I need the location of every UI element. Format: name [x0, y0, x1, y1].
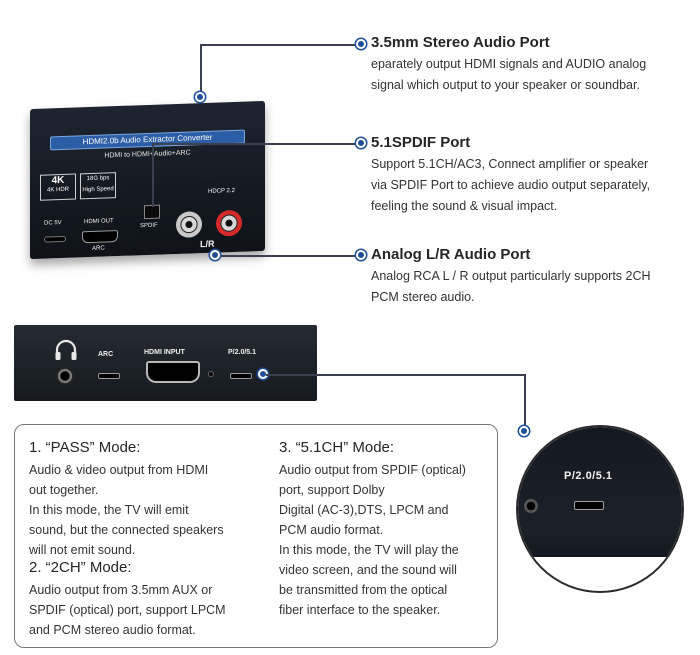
rca-left-port	[176, 211, 202, 239]
switch-zoom-view: P/2.0/5.1	[516, 425, 684, 593]
mode-line: video screen, and the sound will	[279, 563, 457, 577]
callout-line: Support 5.1CH/AC3, Connect amplifier or …	[371, 157, 649, 171]
led-indicator	[208, 371, 214, 377]
mode-line: SPDIF (optical) port, support LPCM	[29, 603, 226, 617]
mode-line: Audio & video output from HDMI	[29, 463, 209, 477]
mode-line: Digital (AC-3),DTS, LPCM and	[279, 503, 449, 517]
callout-line-horizontal-1	[200, 44, 362, 46]
callout-title: Analog L/R Audio Port	[371, 246, 531, 263]
mode-line: Audio output from SPDIF (optical)	[279, 463, 466, 477]
mode-line: Audio output from 3.5mm AUX or	[29, 583, 213, 597]
extractor-rear-view: ARC HDMI INPUT P/2.0/5.1	[14, 325, 317, 401]
rca-right-port	[216, 209, 242, 237]
zoom-switch-label: P/2.0/5.1	[564, 470, 613, 482]
zoom-jack	[524, 499, 538, 513]
badge-4k: 4K 4K HDR	[40, 173, 76, 201]
mode-line: out together.	[29, 483, 99, 497]
callout-dot-title-3	[356, 250, 366, 260]
arc-label: ARC	[92, 245, 105, 252]
spdif-label: SPDIF	[140, 222, 158, 230]
callout-line: eparately output HDMI signals and AUDIO …	[371, 57, 647, 71]
mode-title: 2. “2CH” Mode:	[29, 559, 132, 576]
badge-speed: 18G bps High Speed	[80, 172, 116, 200]
callout-line: PCM stereo audio.	[371, 290, 475, 304]
mode-line: In this mode, the TV will emit	[29, 503, 189, 517]
device-title-banner: HDMI2.0b Audio Extractor Converter	[50, 129, 245, 151]
mode-switch-label: P/2.0/5.1	[228, 349, 257, 356]
callout-line: signal which output to your speaker or s…	[371, 78, 640, 92]
headphone-icon	[55, 339, 77, 360]
mode-line: PCM audio format.	[279, 523, 384, 537]
hdmi-input-port	[146, 361, 200, 383]
callout-line-horizontal-2	[152, 143, 362, 145]
mode-line: port, support Dolby	[279, 483, 385, 497]
extractor-front-view: HDMI2.0b Audio Extractor Converter HDMI …	[30, 100, 265, 260]
callout-line-vertical-1	[200, 44, 202, 98]
callout-title: 5.1SPDIF Port	[371, 134, 471, 151]
mode-title: 1. “PASS” Mode:	[29, 439, 141, 456]
callout-dot-title-2	[356, 138, 366, 148]
callout-analog-port: Analog L/R Audio Port Analog RCA L / R o…	[371, 246, 651, 308]
dc-label: DC 5V	[44, 219, 62, 227]
mode-line: sound, but the connected speakers	[29, 523, 224, 537]
callout-line: Analog RCA L / R output particularly sup…	[371, 269, 651, 283]
hdmi-out-label: HDMI OUT	[84, 218, 114, 226]
mode-title: 3. “5.1CH” Mode:	[279, 439, 395, 456]
callout-dot-audio-jack	[195, 92, 205, 102]
callout-dot-title-1	[356, 39, 366, 49]
callout-dot-lr	[210, 250, 220, 260]
callout-line-horizontal-3	[216, 255, 362, 257]
hdcp-label: HDCP 2.2	[208, 187, 235, 195]
callout-audio-port: 3.5mm Stereo Audio Port eparately output…	[371, 34, 646, 96]
zoom-line-vertical	[524, 374, 526, 430]
callout-title: 3.5mm Stereo Audio Port	[371, 34, 550, 51]
hdmi-input-label: HDMI INPUT	[144, 349, 185, 356]
zoom-line-horizontal	[266, 374, 524, 376]
callout-line: feeling the sound & visual impact.	[371, 199, 558, 213]
callout-line-vertical-2	[152, 143, 154, 207]
badge-speed-bottom: High Speed	[82, 186, 114, 194]
hdmi-out-port	[82, 230, 118, 244]
mode-switch[interactable]	[230, 373, 252, 379]
mode-line: and PCM stereo audio format.	[29, 623, 196, 637]
mode-line: be transmitted from the optical	[279, 583, 448, 597]
audio-jack-port	[56, 367, 74, 385]
mode-2ch: 2. “2CH” Mode: Audio output from 3.5mm A…	[29, 559, 279, 640]
device-subtitle: HDMI to HDMI+Audio+ARC	[104, 149, 191, 160]
mode-line: fiber interface to the speaker.	[279, 603, 441, 617]
mode-line: will not emit sound.	[29, 543, 136, 557]
callout-line: via SPDIF Port to achieve audio output s…	[371, 178, 651, 192]
badge-4k-top: 4K	[51, 174, 65, 187]
zoom-background	[518, 557, 682, 591]
zoom-switch	[574, 501, 604, 510]
lr-label: L/R	[200, 238, 215, 250]
mode-line: In this mode, the TV will play the	[279, 543, 459, 557]
mode-51ch: 3. “5.1CH” Mode: Audio output from SPDIF…	[279, 439, 494, 620]
badge-4k-bottom: 4K HDR	[46, 186, 69, 194]
arc-port	[98, 373, 120, 379]
callout-spdif-port: 5.1SPDIF Port Support 5.1CH/AC3, Connect…	[371, 134, 650, 217]
mode-pass: 1. “PASS” Mode: Audio & video output fro…	[29, 439, 279, 560]
dc-power-port	[44, 235, 66, 243]
rear-arc-label: ARC	[98, 351, 114, 358]
mode-description-box: 1. “PASS” Mode: Audio & video output fro…	[14, 424, 498, 648]
